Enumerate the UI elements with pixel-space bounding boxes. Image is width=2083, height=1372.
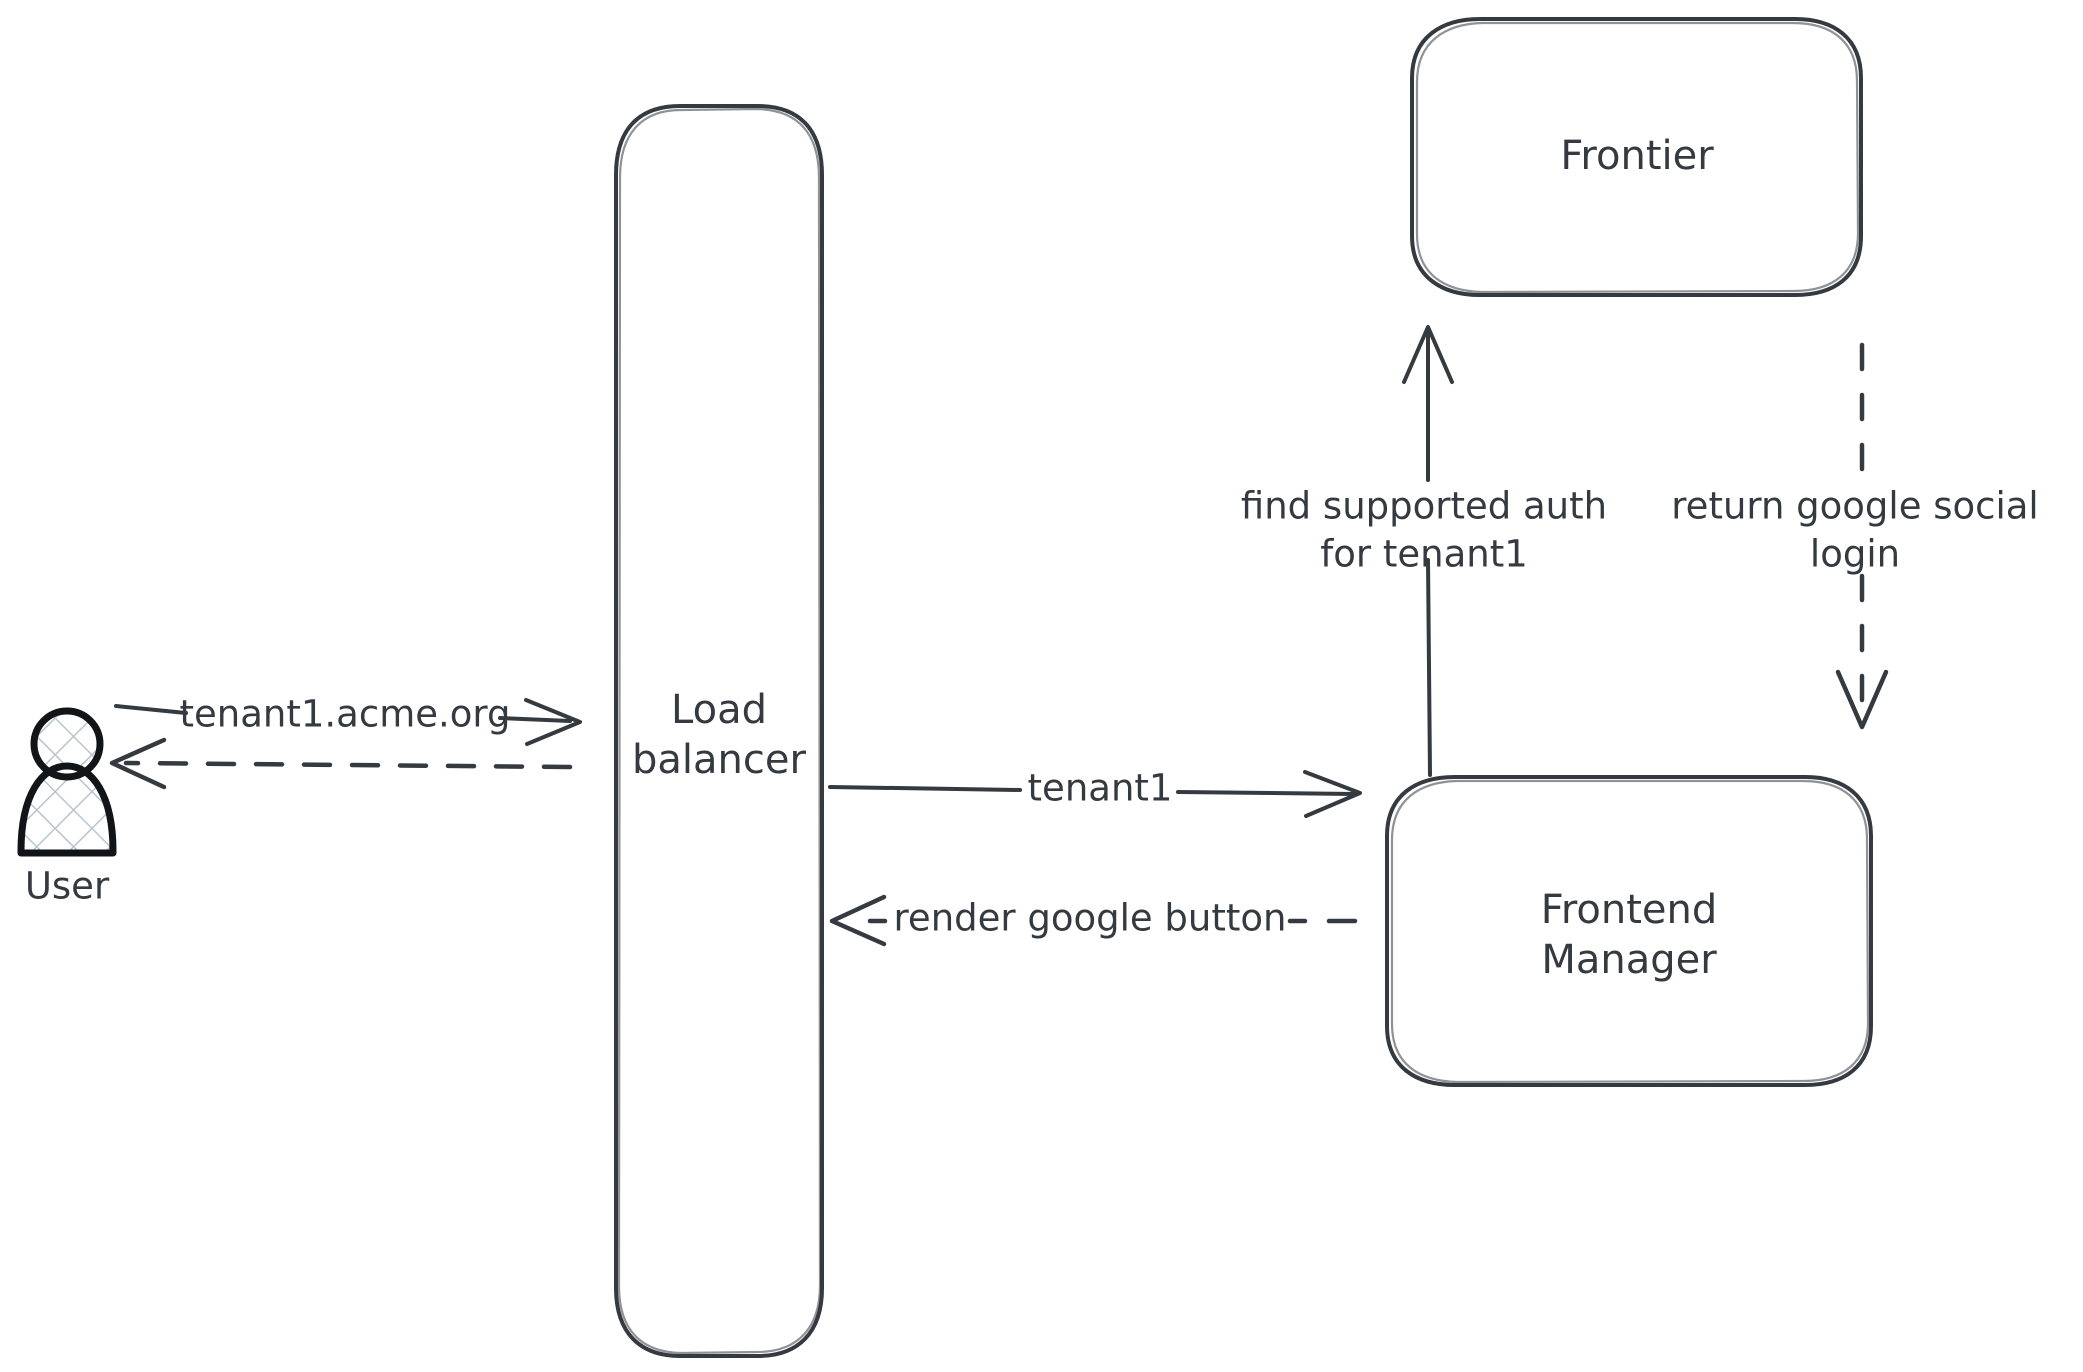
frontier-shape [1410,17,1863,297]
node-user[interactable]: User [10,700,140,908]
user-label: User [25,865,110,908]
user-body-icon [17,762,117,857]
edge-user-to-lb-line-right [498,716,572,723]
node-frontend-manager[interactable]: Frontend Manager [1385,775,1873,1087]
edge-lb-to-user-line [123,760,573,770]
edge-lb-to-fm-label: tenant1 [1028,767,1173,810]
edge-frontend-manager-to-load-balancer[interactable]: render google button [829,894,1358,947]
frontend-manager-label-line2: Manager [1541,937,1717,983]
edge-fm-to-lb-label: render google button [894,897,1287,940]
edge-lb-to-user-arrowhead [109,737,167,790]
edge-user-to-lb-arrowhead [524,698,582,746]
frontend-manager-shape [1385,775,1873,1087]
edge-frontier-to-fm-arrowhead [1835,669,1889,730]
node-frontier[interactable]: Frontier [1410,17,1863,297]
edge-user-to-lb-line-left [114,704,188,715]
node-load-balancer[interactable]: Load balancer [614,104,824,1358]
edge-fm-to-frontier-label-line2: for tenant1 [1320,533,1528,576]
load-balancer-label-line1: Load [671,687,767,733]
user-head-icon [30,707,104,781]
frontier-label: Frontier [1560,133,1714,179]
load-balancer-shape-secondary [617,107,822,1355]
edge-user-to-lb-label: tenant1.acme.org [180,693,511,736]
edge-frontier-to-frontend-manager[interactable]: return google social login [1671,342,2039,730]
edge-user-to-load-balancer[interactable]: tenant1.acme.org [114,693,582,746]
load-balancer-label-line2: balancer [632,737,806,783]
edge-lb-to-fm-line-right [1176,790,1357,796]
frontend-manager-label-line1: Frontend [1541,887,1718,933]
edge-load-balancer-to-frontend-manager[interactable]: tenant1 [828,767,1362,818]
edge-frontend-manager-to-frontier[interactable]: find supported auth for tenant1 [1241,325,1607,777]
edge-fm-to-frontier-line-lower [1426,558,1432,777]
frontier-shape-secondary [1415,21,1860,294]
edge-frontier-to-fm-label-line1: return google social [1671,485,2038,528]
edge-fm-to-lb-arrowhead [829,894,887,947]
edge-lb-to-fm-arrowhead [1303,770,1362,818]
frontend-manager-shape-secondary [1390,779,1870,1084]
edge-fm-to-frontier-label-line1: find supported auth [1241,485,1607,528]
edge-fm-to-frontier-arrowhead [1402,325,1454,384]
edge-load-balancer-to-user[interactable] [109,737,573,790]
edge-frontier-to-fm-label-line2: login [1810,533,1900,576]
load-balancer-shape [614,104,824,1358]
edge-lb-to-fm-line-left [828,785,1022,792]
